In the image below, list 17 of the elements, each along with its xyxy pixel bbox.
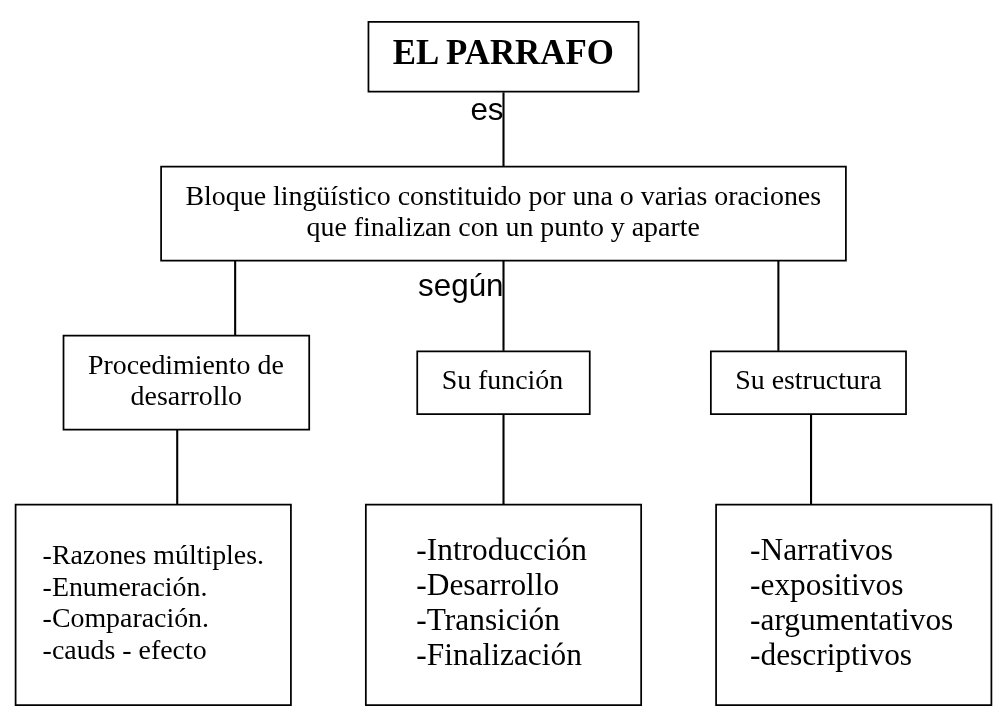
connector [777, 260, 780, 351]
edge-label: es [470, 91, 504, 127]
connector [502, 414, 505, 504]
edge-label: según [418, 267, 504, 303]
node-box: -Narrativos -expositivos -argumentativos -descriptivos [715, 503, 993, 706]
node-box: Procedimiento de desarrollo [62, 334, 311, 431]
node-box: -Introducción -Desarrollo -Transición -Finalización [364, 503, 643, 706]
node-box: Bloque lingüístico constituido por una o varias oraciones que finalizan con un punto y aparte [160, 165, 847, 262]
connector [810, 414, 813, 504]
connector [176, 429, 179, 504]
connector [234, 260, 237, 335]
node-box: Su función [416, 349, 591, 415]
node-box: EL PARRAFO [367, 20, 640, 93]
connector [502, 260, 505, 351]
node-box: -Razones múltiples. -Enumeración. -Comparación. -cauds - efecto [14, 503, 292, 706]
node-box: Su estructura [710, 349, 907, 415]
connector [502, 91, 505, 166]
